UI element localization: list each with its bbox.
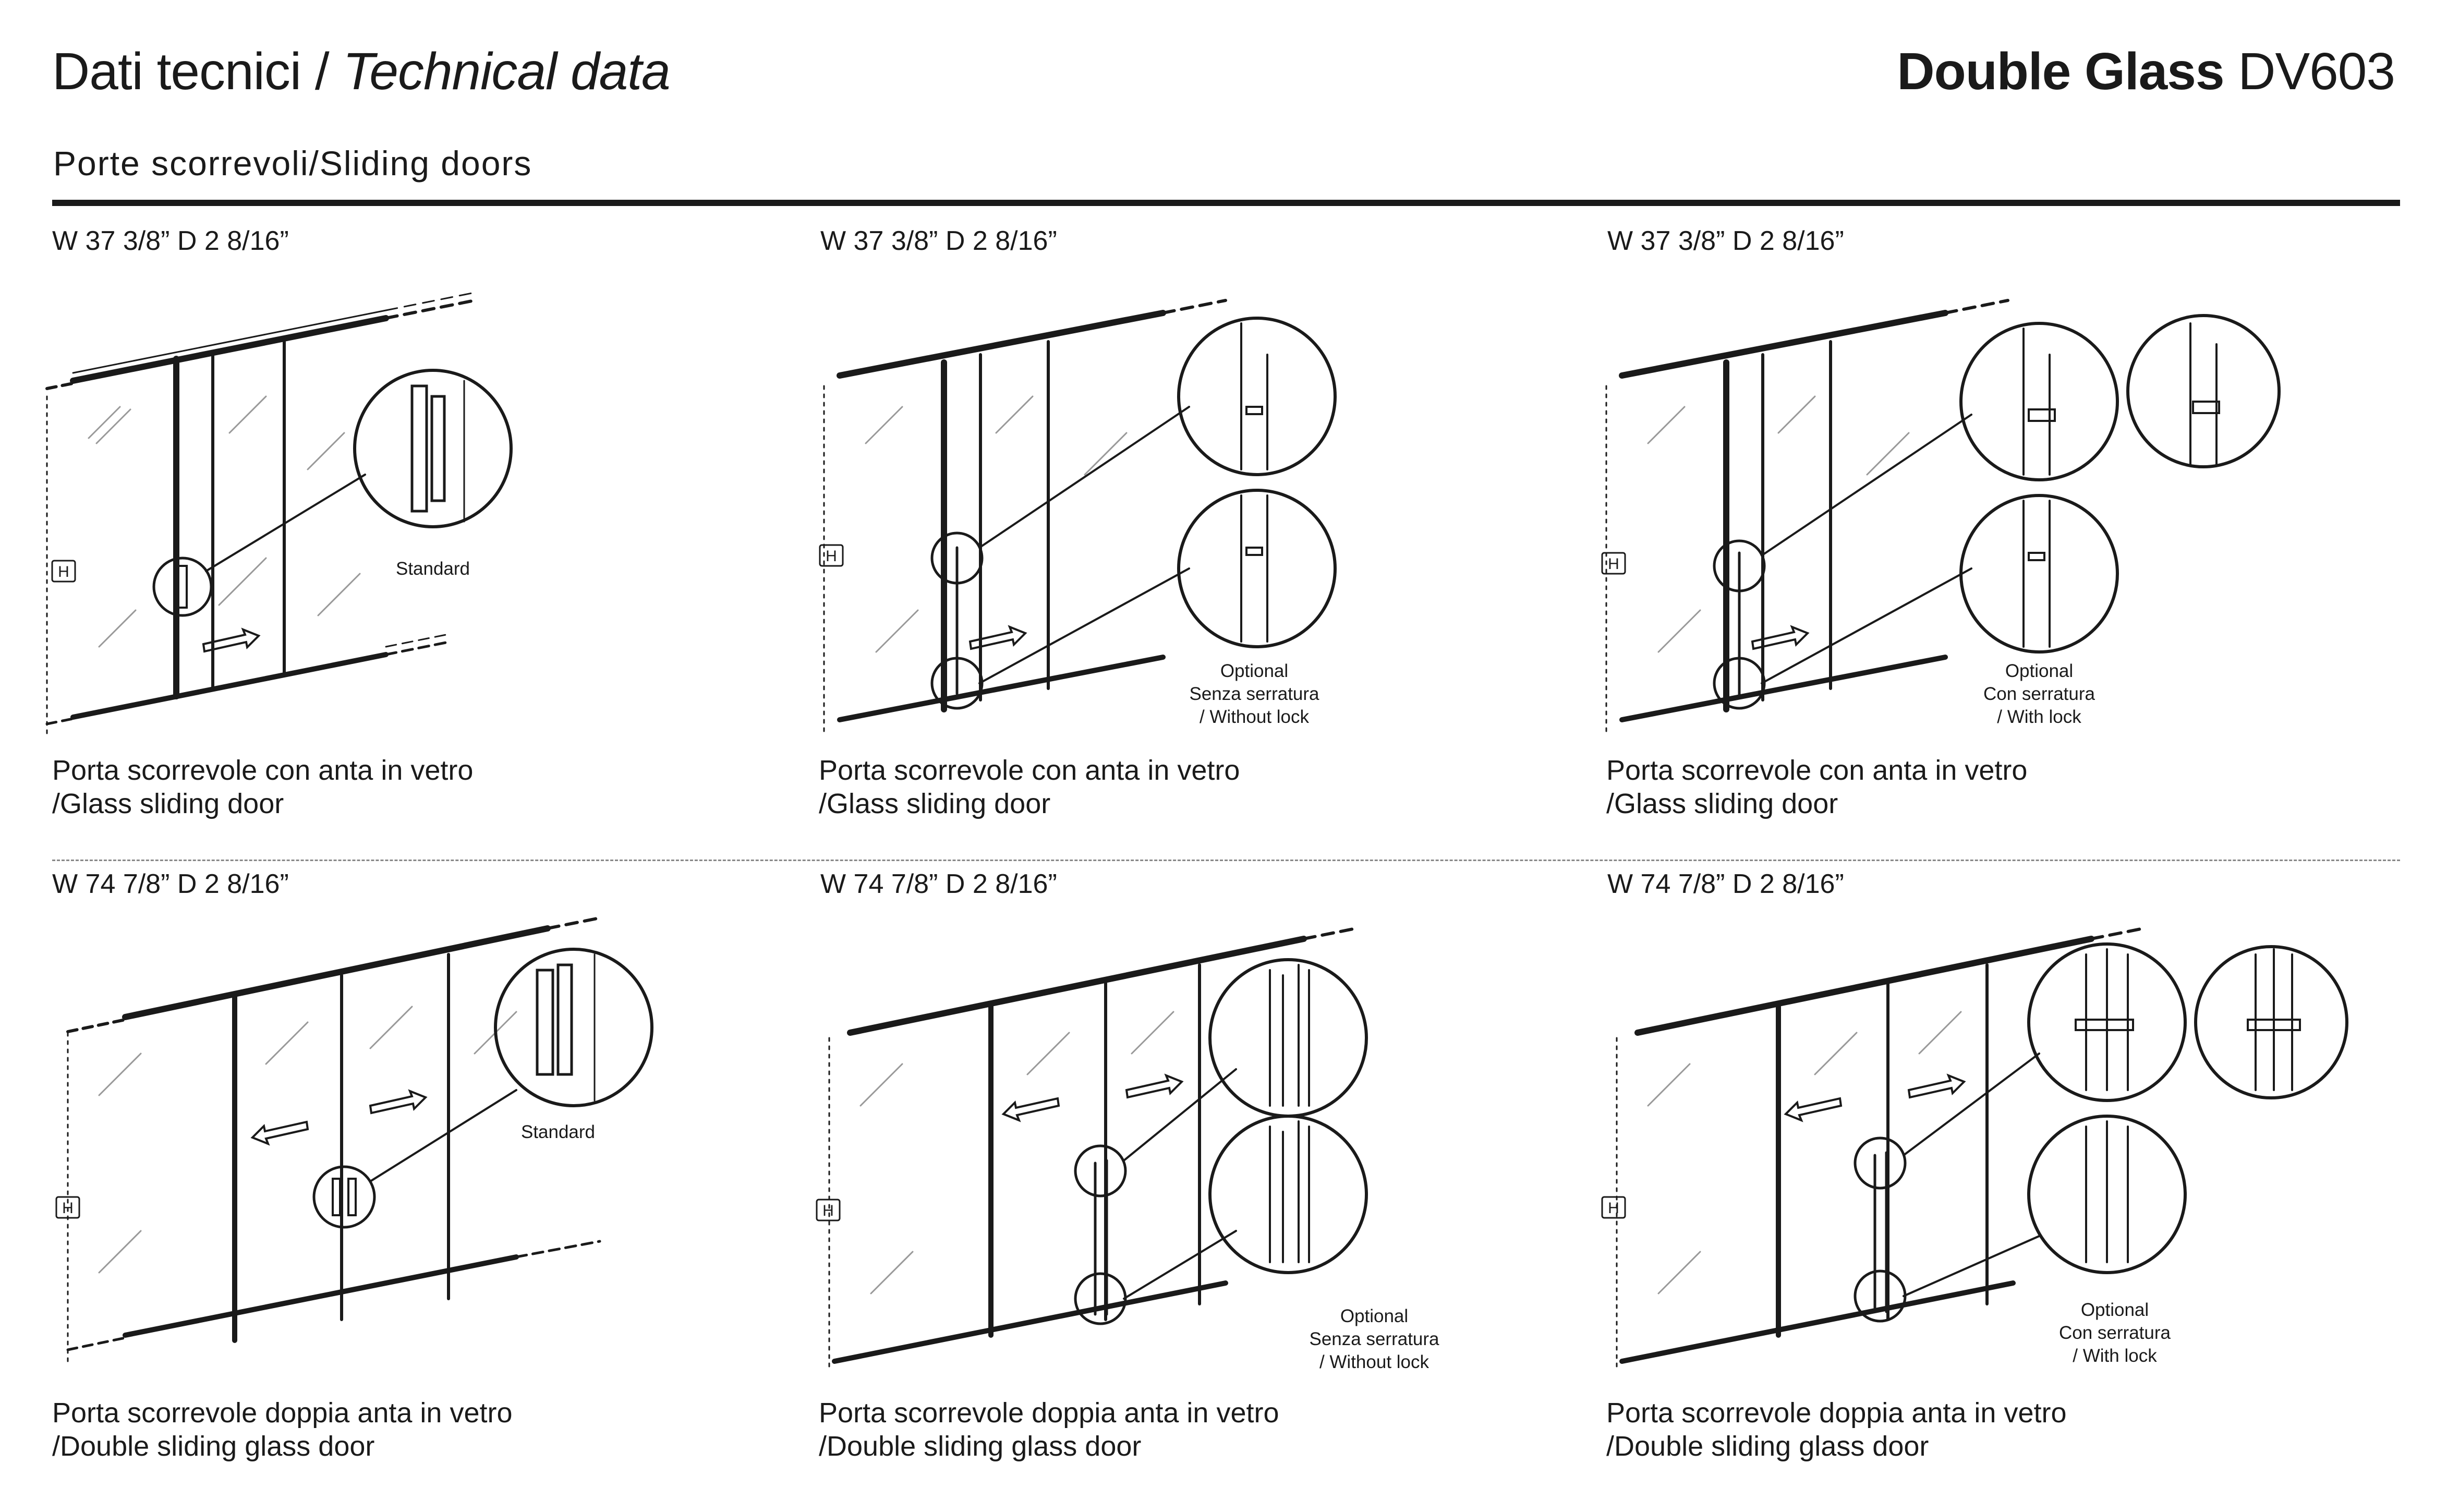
panel-1-dimensions: W 37 3/8” D 2 8/16” (52, 226, 289, 256)
double-door-optional-lock-drawing: H Optional Con serratura / With lock (1601, 927, 2348, 1368)
panel-4-dimensions: W 74 7/8” D 2 8/16” (52, 869, 289, 899)
panel-1-caption: Porta scorrevole con anta in vetro /Glas… (52, 754, 473, 820)
panel-2-option-it: Senza serratura (1189, 684, 1319, 704)
panel-1-height-label: H (58, 563, 69, 580)
header-rule (52, 200, 2400, 206)
panel-2-optional-label: Optional (1220, 661, 1288, 681)
panel-5-caption: Porta scorrevole doppia anta in vetro /D… (819, 1396, 1279, 1463)
panel-3-dimensions: W 37 3/8” D 2 8/16” (1607, 226, 1844, 256)
panel-6-caption: Porta scorrevole doppia anta in vetro /D… (1606, 1396, 2067, 1463)
caption-italian: Porta scorrevole con anta in vetro (52, 755, 474, 786)
panel-3-caption: Porta scorrevole con anta in vetro /Glas… (1606, 754, 2027, 820)
panel-2-dimensions: W 37 3/8” D 2 8/16” (820, 226, 1057, 256)
panel-5-optional-label: Optional (1340, 1306, 1408, 1326)
panel-3-option-it: Con serratura (1983, 684, 2095, 704)
panel-6-height-label: H (1608, 1200, 1619, 1217)
panel-2-caption: Porta scorrevole con anta in vetro /Glas… (819, 754, 1240, 820)
panel-2-option-en: / Without lock (1200, 707, 1310, 727)
double-door-optional-no-lock-drawing: H Optional Senza serratura / Without loc… (816, 927, 1439, 1372)
caption-italian: Porta scorrevole con anta in vetro (1606, 755, 2028, 786)
caption-italian: Porta scorrevole con anta in vetro (819, 755, 1240, 786)
panel-4-height-label: H (62, 1200, 74, 1217)
row-divider (52, 860, 2400, 861)
product-name: Double Glass DV603 (1897, 42, 2395, 102)
panel-3-optional-label: Optional (2005, 661, 2073, 681)
title-english: Technical data (343, 42, 670, 101)
panel-5-option-en: / Without lock (1319, 1352, 1430, 1372)
caption-english: /Double sliding glass door (819, 1431, 1142, 1462)
panel-3-option-en: / With lock (1997, 707, 2081, 727)
caption-english: /Double sliding glass door (1606, 1431, 1929, 1462)
panel-6-optional-label: Optional (2081, 1300, 2149, 1320)
panel-4-variant-label: Standard (521, 1122, 595, 1142)
title-italian: Dati tecnici / (52, 42, 343, 101)
panel-5-height-label: H (822, 1202, 834, 1219)
single-door-optional-lock-drawing: H Optional Con serratura / With lock (1601, 299, 2281, 736)
panel-6-option-en: / With lock (2073, 1346, 2157, 1366)
caption-english: /Glass sliding door (1606, 788, 1838, 819)
product-code: DV603 (2224, 42, 2395, 101)
panel-6-option-it: Con serratura (2059, 1323, 2171, 1343)
page-title: Dati tecnici / Technical data (52, 42, 671, 102)
panel-6-dimensions: W 74 7/8” D 2 8/16” (1607, 869, 1844, 899)
section-title: Porte scorrevoli/Sliding doors (53, 144, 532, 183)
caption-english: /Double sliding glass door (52, 1431, 375, 1462)
single-door-optional-no-lock-drawing: H Optional Senza serratura / Without loc… (819, 299, 1337, 736)
caption-english: /Glass sliding door (52, 788, 284, 819)
double-door-standard-drawing: H Standard (55, 916, 653, 1362)
panel-2-height-label: H (826, 548, 837, 565)
caption-italian: Porta scorrevole doppia anta in vetro (819, 1397, 1279, 1429)
panel-1-variant-label: Standard (396, 559, 470, 579)
panel-3-height-label: H (1608, 555, 1619, 573)
single-door-standard-drawing: H Standard (45, 292, 513, 736)
panel-5-option-it: Senza serratura (1309, 1329, 1439, 1349)
panel-5-dimensions: W 74 7/8” D 2 8/16” (820, 869, 1057, 899)
panel-4-caption: Porta scorrevole doppia anta in vetro /D… (52, 1396, 513, 1463)
caption-italian: Porta scorrevole doppia anta in vetro (1606, 1397, 2067, 1429)
caption-italian: Porta scorrevole doppia anta in vetro (52, 1397, 513, 1429)
caption-english: /Glass sliding door (819, 788, 1051, 819)
product-family: Double Glass (1897, 42, 2224, 101)
